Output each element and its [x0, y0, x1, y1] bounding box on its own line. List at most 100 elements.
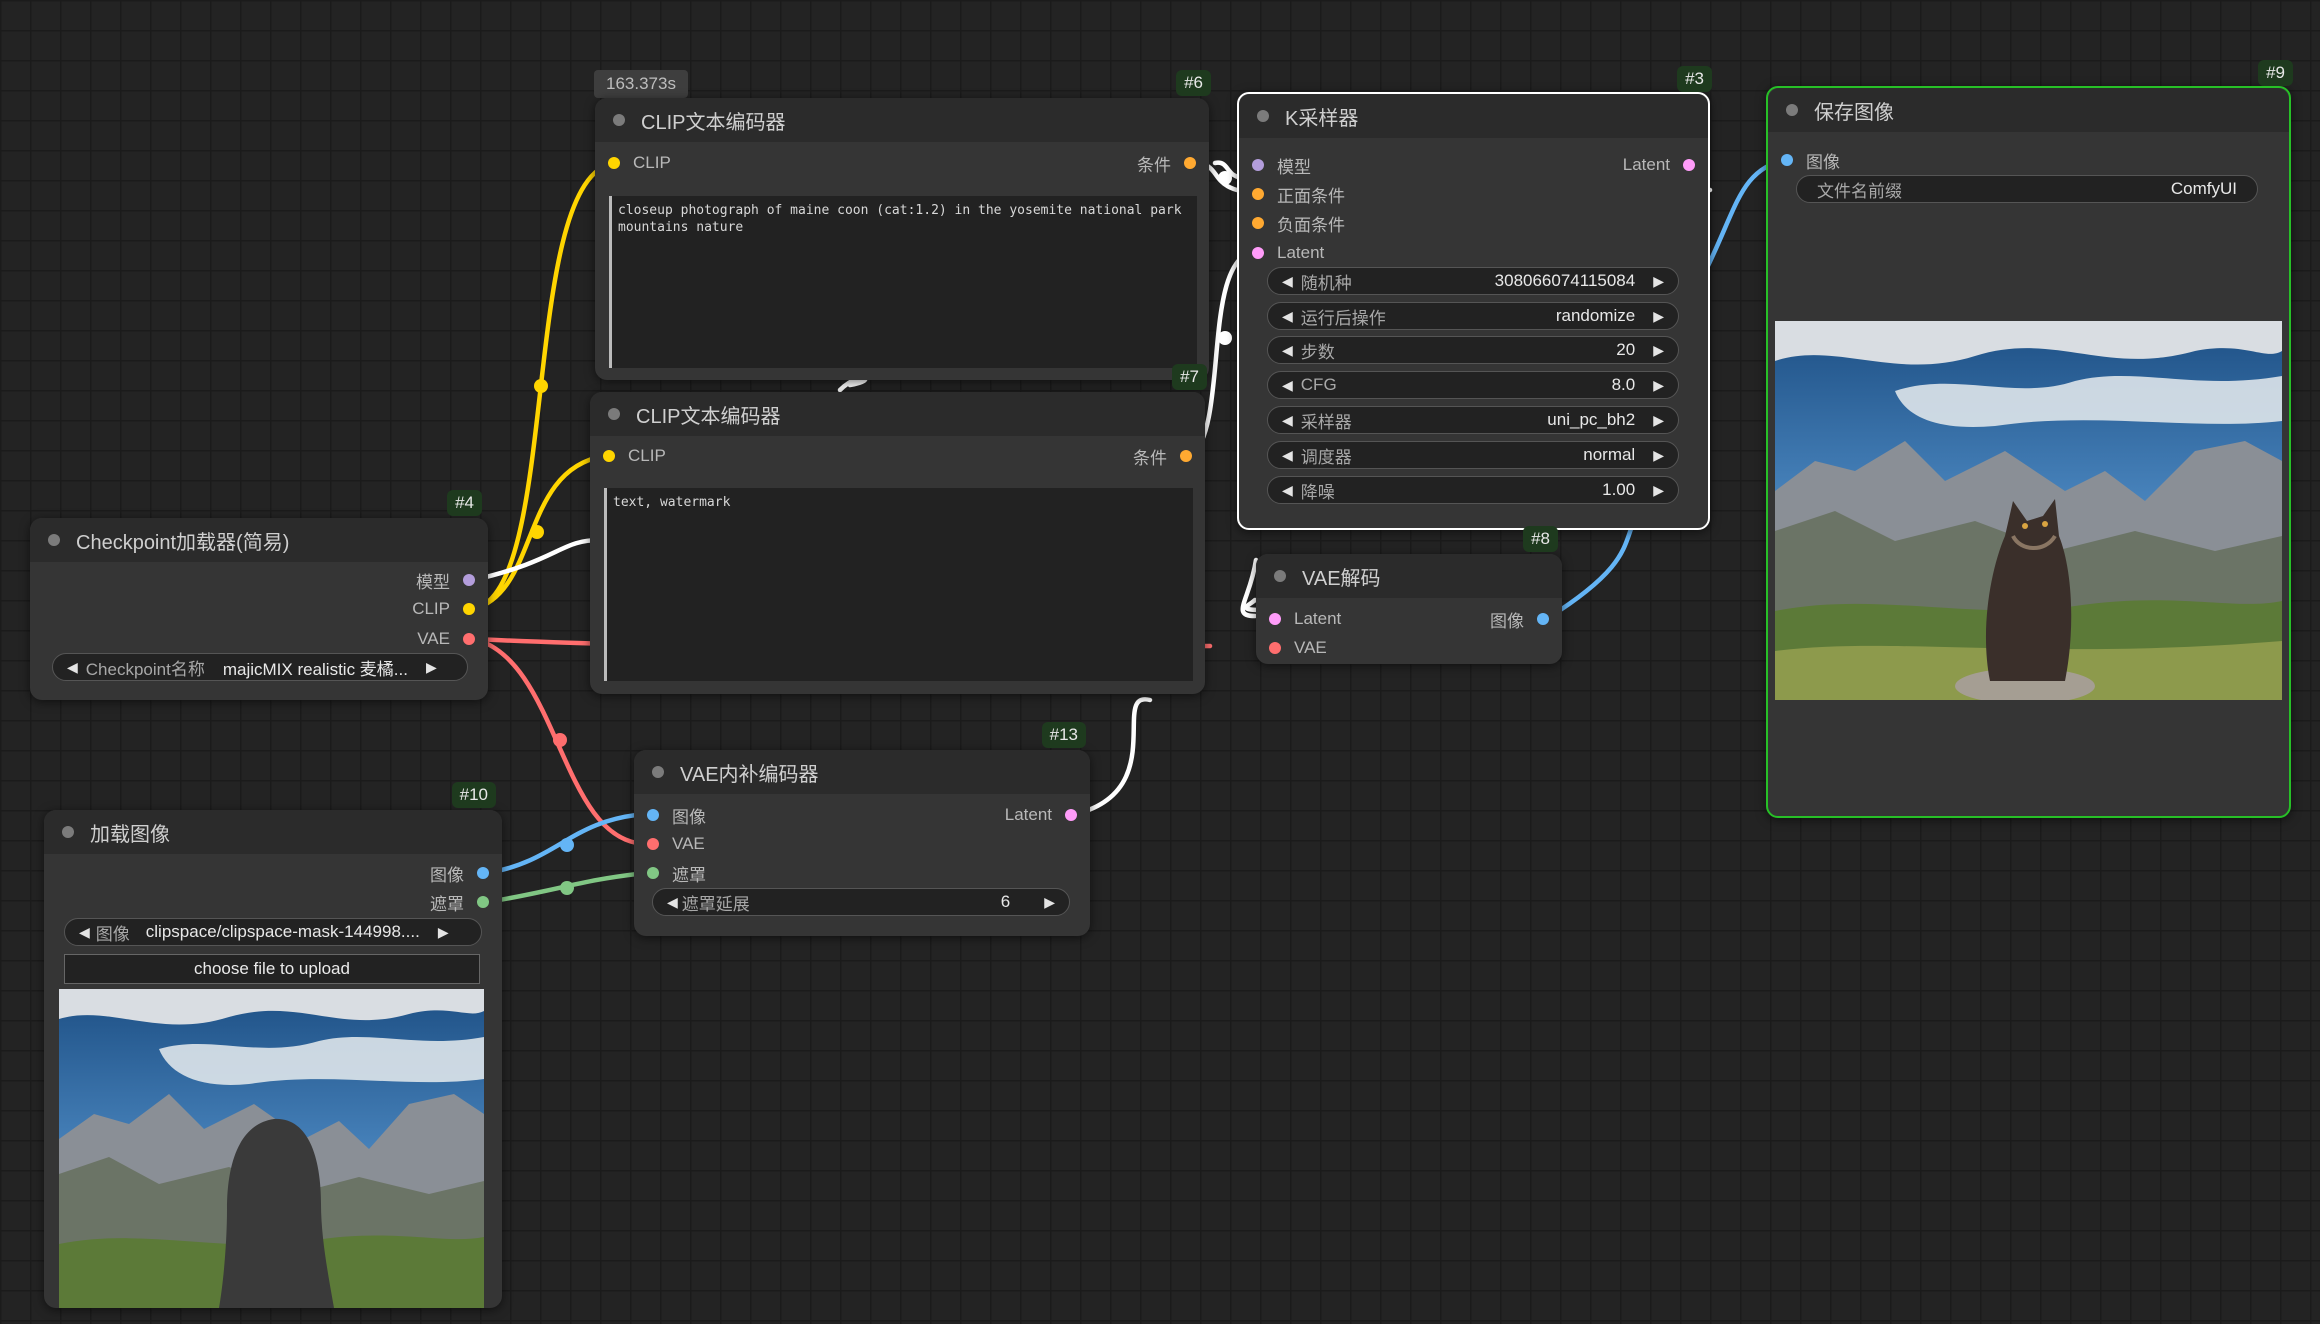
increment-arrow-icon[interactable]: ▶ — [1653, 307, 1664, 324]
decrement-arrow-icon[interactable]: ◀ — [1282, 481, 1293, 498]
node-header[interactable]: K采样器 — [1239, 94, 1708, 138]
output-slot-icon[interactable] — [463, 574, 475, 586]
node-header[interactable]: CLIP文本编码器 — [595, 98, 1209, 142]
increment-arrow-icon[interactable]: ▶ — [1653, 341, 1664, 358]
collapse-toggle-icon[interactable] — [652, 766, 664, 778]
prompt-textarea[interactable]: text, watermark — [604, 488, 1193, 681]
decrement-arrow-icon[interactable]: ◀ — [1282, 411, 1293, 428]
input-slot-icon[interactable] — [1269, 613, 1281, 625]
widget-sampler[interactable]: ◀ 采样器 uni_pc_bh2 ▶ — [1267, 406, 1679, 434]
output-image-preview[interactable] — [1775, 321, 2282, 700]
output-slot-icon[interactable] — [1065, 809, 1077, 821]
node-save-image[interactable]: #9 保存图像 图像 文件名前缀 ComfyUI — [1766, 60, 2293, 818]
increment-arrow-icon[interactable]: ▶ — [1653, 481, 1664, 498]
node-header[interactable]: CLIP文本编码器 — [590, 392, 1205, 436]
output-slot-icon[interactable] — [1683, 159, 1695, 171]
increment-arrow-icon[interactable]: ▶ — [1653, 446, 1664, 463]
output-latent[interactable]: Latent — [1005, 805, 1077, 825]
input-slot-icon[interactable] — [1269, 642, 1281, 654]
input-negative[interactable]: 负面条件 — [1252, 213, 1345, 235]
decrement-arrow-icon[interactable]: ◀ — [1282, 446, 1293, 463]
node-vae-decode[interactable]: #8 VAE解码 Latent VAE 图像 — [1256, 526, 1562, 664]
output-clip[interactable]: CLIP — [412, 599, 475, 619]
output-vae[interactable]: VAE — [417, 629, 475, 649]
output-slot-icon[interactable] — [1180, 450, 1192, 462]
increment-arrow-icon[interactable]: ▶ — [1653, 272, 1664, 289]
collapse-toggle-icon[interactable] — [608, 408, 620, 420]
widget-checkpoint-name[interactable]: ◀ Checkpoint名称 majicMIX realistic 麦橘... … — [52, 653, 468, 681]
widget-grow-mask-by[interactable]: ◀ 遮罩延展 6 ▶ — [652, 888, 1070, 916]
output-latent[interactable]: Latent — [1623, 155, 1695, 175]
input-model[interactable]: 模型 — [1252, 155, 1311, 177]
input-slot-icon[interactable] — [1781, 154, 1793, 166]
input-vae[interactable]: VAE — [1269, 638, 1327, 658]
decrement-arrow-icon[interactable]: ◀ — [1282, 272, 1293, 289]
output-slot-icon[interactable] — [463, 603, 475, 615]
output-slot-icon[interactable] — [1537, 613, 1549, 625]
input-latent[interactable]: Latent — [1252, 243, 1324, 263]
collapse-toggle-icon[interactable] — [48, 534, 60, 546]
node-vae-encode-inpaint[interactable]: #13 VAE内补编码器 图像 VAE 遮罩 Latent ◀ 遮罩延展 6 ▶ — [634, 722, 1090, 936]
node-clip-text-encode-positive[interactable]: #6 CLIP文本编码器 CLIP 条件 closeup photograph … — [595, 70, 1211, 380]
output-conditioning[interactable]: 条件 — [1133, 446, 1192, 468]
input-slot-icon[interactable] — [647, 838, 659, 850]
prompt-textarea[interactable]: closeup photograph of maine coon (cat:1.… — [609, 196, 1197, 368]
input-slot-icon[interactable] — [1252, 159, 1264, 171]
node-header[interactable]: VAE内补编码器 — [634, 750, 1090, 794]
node-ksampler[interactable]: #3 K采样器 模型 正面条件 负面条件 Latent Latent ◀ 随机种… — [1237, 66, 1712, 530]
output-conditioning[interactable]: 条件 — [1137, 153, 1196, 175]
node-clip-text-encode-negative[interactable]: #7 CLIP文本编码器 CLIP 条件 text, watermark — [590, 364, 1207, 694]
node-header[interactable]: 加载图像 — [44, 810, 502, 854]
upload-button[interactable]: choose file to upload — [64, 954, 480, 984]
output-slot-icon[interactable] — [1184, 157, 1196, 169]
input-slot-icon[interactable] — [608, 157, 620, 169]
widget-seed[interactable]: ◀ 随机种 308066074115084 ▶ — [1267, 267, 1679, 295]
input-image-preview[interactable] — [59, 989, 484, 1308]
output-model[interactable]: 模型 — [416, 570, 475, 592]
input-slot-icon[interactable] — [1252, 247, 1264, 259]
decrement-arrow-icon[interactable]: ◀ — [1282, 341, 1293, 358]
input-clip[interactable]: CLIP — [603, 446, 666, 466]
increment-arrow-icon[interactable]: ▶ — [437, 923, 449, 940]
input-vae[interactable]: VAE — [647, 834, 705, 854]
widget-denoise[interactable]: ◀ 降噪 1.00 ▶ — [1267, 476, 1679, 504]
widget-filename-prefix[interactable]: 文件名前缀 ComfyUI — [1796, 175, 2258, 203]
input-slot-icon[interactable] — [1252, 217, 1264, 229]
node-checkpoint-loader[interactable]: #4 Checkpoint加载器(简易) 模型 CLIP VAE ◀ Check… — [30, 490, 488, 700]
widget-steps[interactable]: ◀ 步数 20 ▶ — [1267, 336, 1679, 364]
widget-scheduler[interactable]: ◀ 调度器 normal ▶ — [1267, 441, 1679, 469]
increment-arrow-icon[interactable]: ▶ — [1653, 411, 1664, 428]
decrement-arrow-icon[interactable]: ◀ — [79, 923, 90, 940]
output-slot-icon[interactable] — [463, 633, 475, 645]
increment-arrow-icon[interactable]: ▶ — [1653, 376, 1664, 393]
increment-arrow-icon[interactable]: ▶ — [1044, 893, 1055, 910]
input-slot-icon[interactable] — [1252, 188, 1264, 200]
output-image[interactable]: 图像 — [430, 863, 489, 885]
node-load-image[interactable]: #10 加载图像 图像 遮罩 ◀ 图像 clipspace/clipspace-… — [44, 782, 502, 1308]
output-slot-icon[interactable] — [477, 867, 489, 879]
input-samples[interactable]: Latent — [1269, 609, 1341, 629]
input-slot-icon[interactable] — [647, 809, 659, 821]
input-slot-icon[interactable] — [603, 450, 615, 462]
collapse-toggle-icon[interactable] — [1786, 104, 1798, 116]
input-pixels[interactable]: 图像 — [647, 805, 706, 827]
decrement-arrow-icon[interactable]: ◀ — [667, 893, 678, 910]
collapse-toggle-icon[interactable] — [1257, 110, 1269, 122]
collapse-toggle-icon[interactable] — [613, 114, 625, 126]
output-slot-icon[interactable] — [477, 896, 489, 908]
node-header[interactable]: Checkpoint加载器(简易) — [30, 518, 488, 562]
increment-arrow-icon[interactable]: ▶ — [425, 658, 437, 675]
collapse-toggle-icon[interactable] — [1274, 570, 1286, 582]
decrement-arrow-icon[interactable]: ◀ — [67, 658, 78, 675]
output-mask[interactable]: 遮罩 — [430, 892, 489, 914]
decrement-arrow-icon[interactable]: ◀ — [1282, 307, 1293, 324]
input-mask[interactable]: 遮罩 — [647, 863, 706, 885]
node-header[interactable]: 保存图像 — [1768, 88, 2289, 132]
input-slot-icon[interactable] — [647, 867, 659, 879]
widget-cfg[interactable]: ◀ CFG 8.0 ▶ — [1267, 371, 1679, 399]
decrement-arrow-icon[interactable]: ◀ — [1282, 376, 1293, 393]
input-images[interactable]: 图像 — [1781, 150, 1840, 172]
output-image[interactable]: 图像 — [1490, 609, 1549, 631]
widget-image-select[interactable]: ◀ 图像 clipspace/clipspace-mask-144998....… — [64, 918, 482, 946]
input-clip[interactable]: CLIP — [608, 153, 671, 173]
